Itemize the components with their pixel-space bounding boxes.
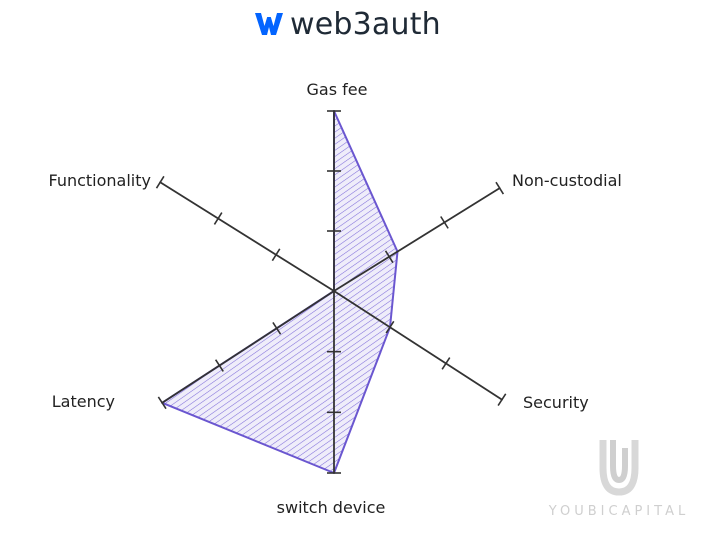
axis-label-4: switch device [277,498,386,517]
axis-label-1: Gas fee [307,80,368,99]
axis-2-tick-1 [384,250,394,264]
axis-line-3 [333,290,503,401]
watermark: YOUBICAPITAL [539,434,699,524]
axis-5-tick-3 [157,396,167,410]
axis-6-tick-1 [271,248,281,262]
axis-3-tick-2 [441,357,451,370]
brand-logo: web3auth [254,6,441,42]
axis-label-3: Security [523,393,589,412]
watermark-text: YOUBICAPITAL [548,504,690,519]
axis-2-tick-2 [440,216,449,229]
axis-label-2: Non-custodial [512,171,622,190]
brand-name: web3auth [290,6,441,42]
axis-6-tick-3 [155,175,165,189]
axis-line-2 [333,187,501,292]
axis-line-5 [161,290,335,404]
axis-2-tick-3 [495,181,505,195]
axis-3-tick-3 [497,393,507,406]
w-logo-icon [255,13,283,35]
axis-5-tick-2 [214,359,224,372]
axis-3-tick-1 [385,320,395,334]
axis-label-6: Functionality [49,171,152,190]
axis-line-6 [159,181,335,292]
axis-5-tick-1 [272,321,282,335]
u-logo-icon [599,440,639,496]
axis-6-tick-2 [213,212,223,225]
radar-area-tint [162,111,398,473]
axis-label-5: Latency [52,392,115,411]
